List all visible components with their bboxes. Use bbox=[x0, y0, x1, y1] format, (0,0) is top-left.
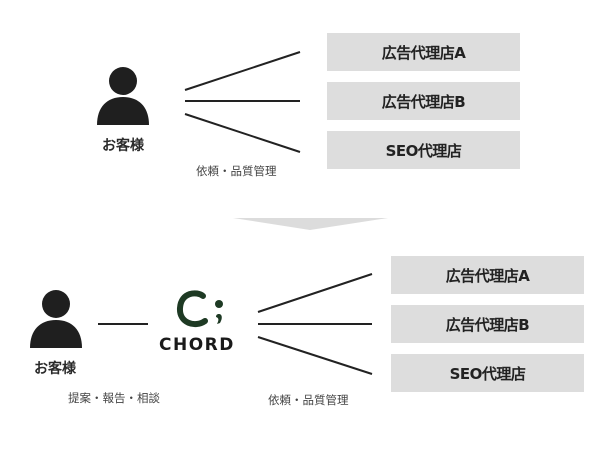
connector-line bbox=[257, 336, 373, 375]
request-label: 依頼・品質管理 bbox=[268, 393, 349, 407]
chord-logo-mark bbox=[177, 290, 223, 328]
customer-label: お客様 bbox=[34, 361, 76, 377]
customer-label: お客様 bbox=[102, 138, 144, 154]
agency-box: 広告代理店B bbox=[327, 82, 520, 120]
chord-logo-text: CHORD bbox=[159, 335, 235, 355]
down-arrow bbox=[233, 218, 388, 230]
customer-relation-label: 提案・報告・相談 bbox=[68, 391, 160, 405]
agency-box: 広告代理店A bbox=[327, 33, 520, 71]
customer-icon bbox=[24, 286, 88, 350]
chord-logo: CHORD bbox=[155, 288, 245, 358]
connector-line bbox=[184, 113, 301, 153]
agency-box: SEO代理店 bbox=[327, 131, 520, 169]
request-label: 依頼・品質管理 bbox=[196, 164, 277, 178]
connector-line bbox=[184, 51, 301, 91]
agency-box: 広告代理店A bbox=[391, 256, 584, 294]
customer-icon bbox=[91, 63, 155, 127]
connector-line bbox=[257, 273, 373, 313]
agency-box: SEO代理店 bbox=[391, 354, 584, 392]
agency-box: 広告代理店B bbox=[391, 305, 584, 343]
